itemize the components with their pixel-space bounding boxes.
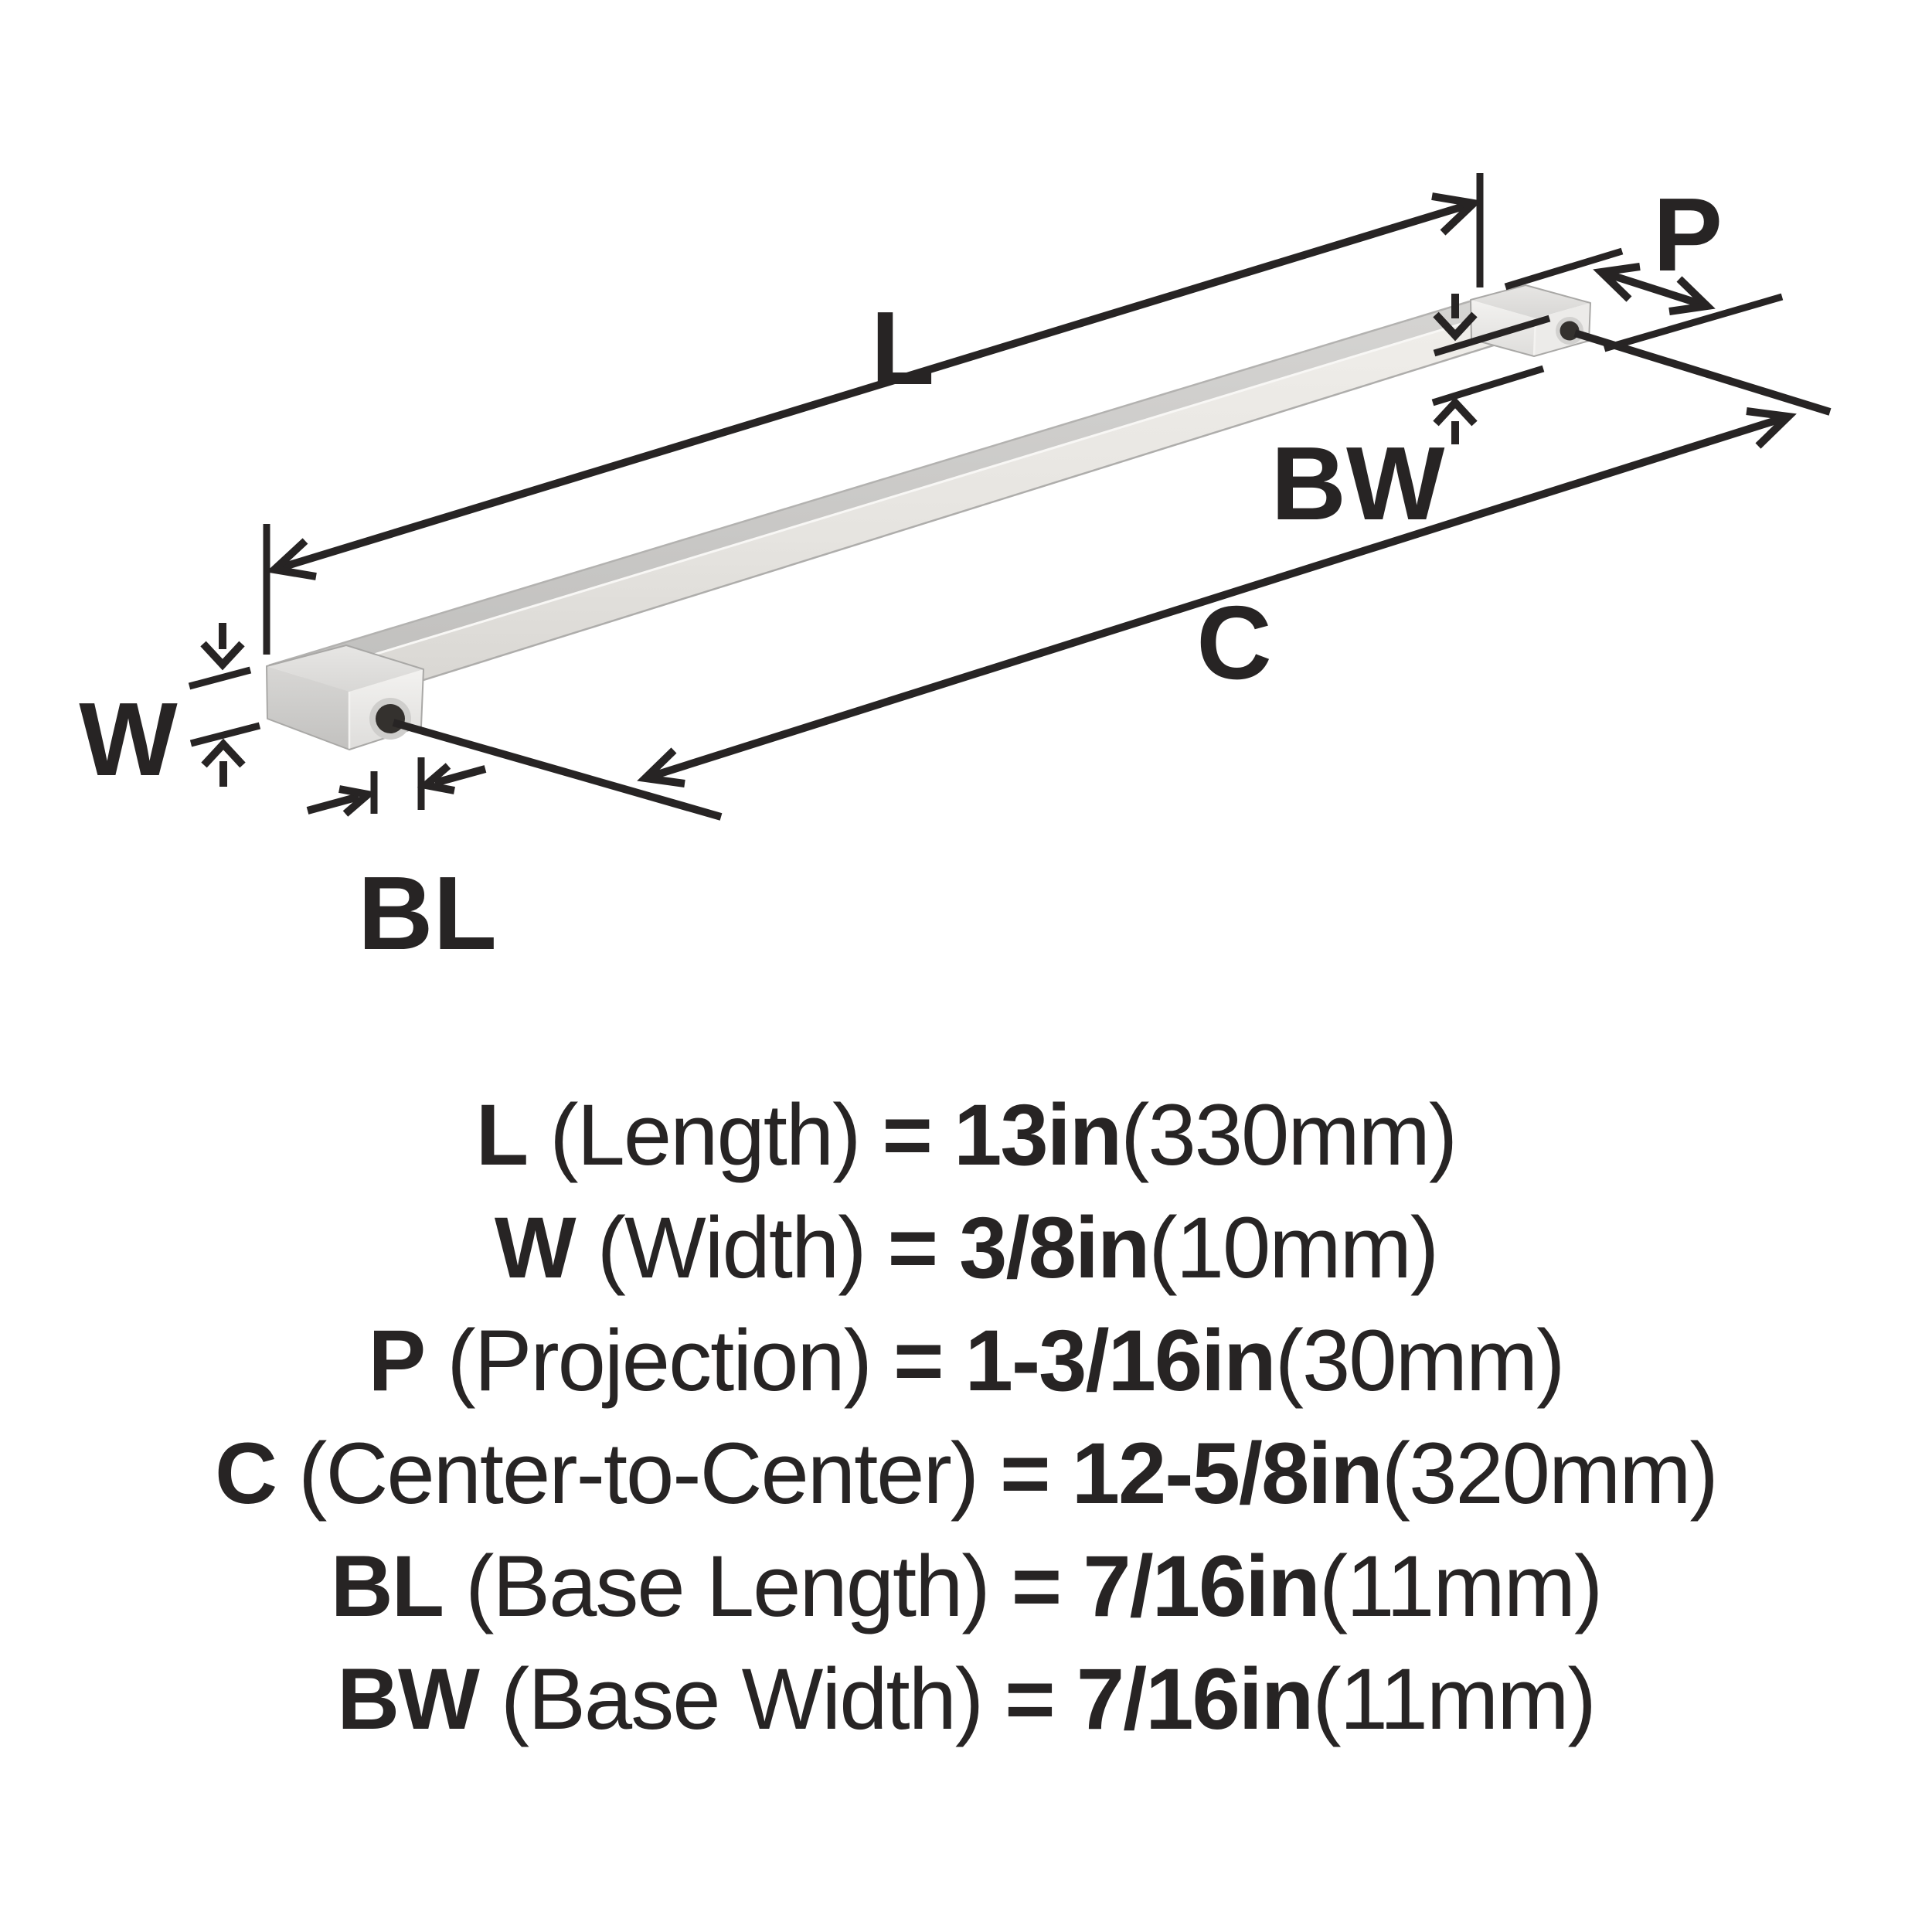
arrow-down-icon xyxy=(200,641,245,671)
width-dimension: W xyxy=(79,623,261,798)
length-label: L xyxy=(871,290,934,406)
center-dimension-line xyxy=(644,413,1790,782)
base-length-label: BL xyxy=(358,855,497,971)
spec-name: (Center-to-Center) xyxy=(298,1425,979,1522)
bar-top-highlight-edge xyxy=(302,309,1505,678)
projection-dimension-line xyxy=(1600,268,1709,310)
spec-code: BW xyxy=(337,1651,480,1747)
spec-equals: = xyxy=(882,1087,933,1183)
right-foot-side-face xyxy=(1471,300,1536,356)
projection-extension-line-front xyxy=(1603,293,1784,352)
base-length-arrow-left-shaft xyxy=(434,765,487,787)
base-length-arrow-right-shaft xyxy=(306,793,360,815)
spec-equals: = xyxy=(887,1199,938,1296)
center-leader-left xyxy=(392,719,723,821)
left-foot-side-face xyxy=(267,666,349,750)
length-dimension-line xyxy=(273,199,1475,573)
spec-equals: = xyxy=(1000,1425,1050,1522)
spec-name: (Width) xyxy=(597,1199,867,1296)
spec-equals: = xyxy=(1005,1651,1055,1747)
spec-code: C xyxy=(215,1425,277,1522)
spec-name: (Base Width) xyxy=(500,1651,984,1747)
arrow-down-icon xyxy=(1433,311,1478,342)
arrowhead-right-icon xyxy=(1668,276,1716,315)
arrowhead-right-icon xyxy=(1746,407,1797,449)
base-length-dimension: BL xyxy=(306,757,497,971)
spec-code: BL xyxy=(330,1538,444,1634)
left-foot-top-face xyxy=(267,645,423,692)
center-to-center-dimension: C xyxy=(392,329,1832,821)
length-dimension: L xyxy=(263,173,1484,655)
spec-value: 7/16in xyxy=(1076,1651,1315,1747)
spec-row-projection: P (Projection) = 1-3/16in (30mm) xyxy=(0,1304,1932,1417)
base-width-dimension: BW xyxy=(1271,294,1551,542)
arrowhead-left-icon xyxy=(266,538,317,580)
bar-back-edge xyxy=(268,299,1473,667)
left-foot-outline xyxy=(266,645,424,750)
spec-equals: = xyxy=(1011,1538,1062,1634)
bar-front-face xyxy=(300,310,1505,719)
spec-name: (Length) xyxy=(549,1087,861,1183)
left-screw-hole xyxy=(376,704,405,733)
spec-row-base-length: BL (Base Length) = 7/16in (11mm) xyxy=(0,1530,1932,1643)
spec-value: 1-3/16in xyxy=(964,1312,1277,1409)
projection-extension-line-back xyxy=(1504,247,1624,291)
base-width-extension-line-top xyxy=(1433,315,1551,357)
base-width-extension-line-bottom xyxy=(1431,365,1545,406)
spec-equals: = xyxy=(893,1312,944,1409)
center-label: C xyxy=(1196,584,1272,701)
spec-row-center-to-center: C (Center-to-Center) = 12-5/8in (320mm) xyxy=(0,1417,1932,1530)
spec-row-length: L (Length) = 13in (330mm) xyxy=(0,1079,1932,1192)
projection-dimension: P xyxy=(1504,176,1784,352)
base-width-label: BW xyxy=(1271,425,1445,542)
arrow-right-icon xyxy=(338,785,377,817)
spec-name: (Base Length) xyxy=(465,1538,991,1634)
arrow-left-icon xyxy=(417,763,455,794)
spec-value: 3/8in xyxy=(959,1199,1150,1296)
arrow-up-icon xyxy=(1433,396,1478,427)
spec-metric: (330mm) xyxy=(1121,1087,1458,1183)
spec-value: 7/16in xyxy=(1083,1538,1321,1634)
spec-code: W xyxy=(494,1199,577,1296)
arrowhead-right-icon xyxy=(1431,192,1482,236)
width-label: W xyxy=(79,681,178,798)
spec-name: (Projection) xyxy=(447,1312,872,1409)
spec-row-base-width: BW (Base Width) = 7/16in (11mm) xyxy=(0,1643,1932,1756)
spec-code: P xyxy=(368,1312,427,1409)
width-extension-line-top xyxy=(188,666,252,690)
spec-value: 13in xyxy=(954,1087,1122,1183)
arrowhead-left-icon xyxy=(1593,263,1641,302)
spec-metric: (11mm) xyxy=(1312,1651,1596,1747)
projection-label: P xyxy=(1653,176,1723,293)
bar-bottom-edge xyxy=(299,341,1504,720)
width-extension-line-bottom xyxy=(189,722,261,747)
spec-metric: (11mm) xyxy=(1318,1538,1603,1634)
spec-row-width: W (Width) = 3/8in (10mm) xyxy=(0,1192,1932,1304)
dimension-spec-list: L (Length) = 13in (330mm) W (Width) = 3/… xyxy=(0,1079,1932,1756)
arrow-up-icon xyxy=(201,738,246,768)
spec-code: L xyxy=(475,1087,529,1183)
spec-metric: (30mm) xyxy=(1274,1312,1566,1409)
spec-value: 12-5/8in xyxy=(1071,1425,1383,1522)
right-foot-top-face xyxy=(1471,285,1590,318)
arrowhead-left-icon xyxy=(637,747,685,787)
cabinet-pull-illustration xyxy=(266,284,1591,750)
bar-top-face xyxy=(269,301,1505,675)
spec-metric: (320mm) xyxy=(1381,1425,1719,1522)
spec-metric: (10mm) xyxy=(1148,1199,1439,1296)
